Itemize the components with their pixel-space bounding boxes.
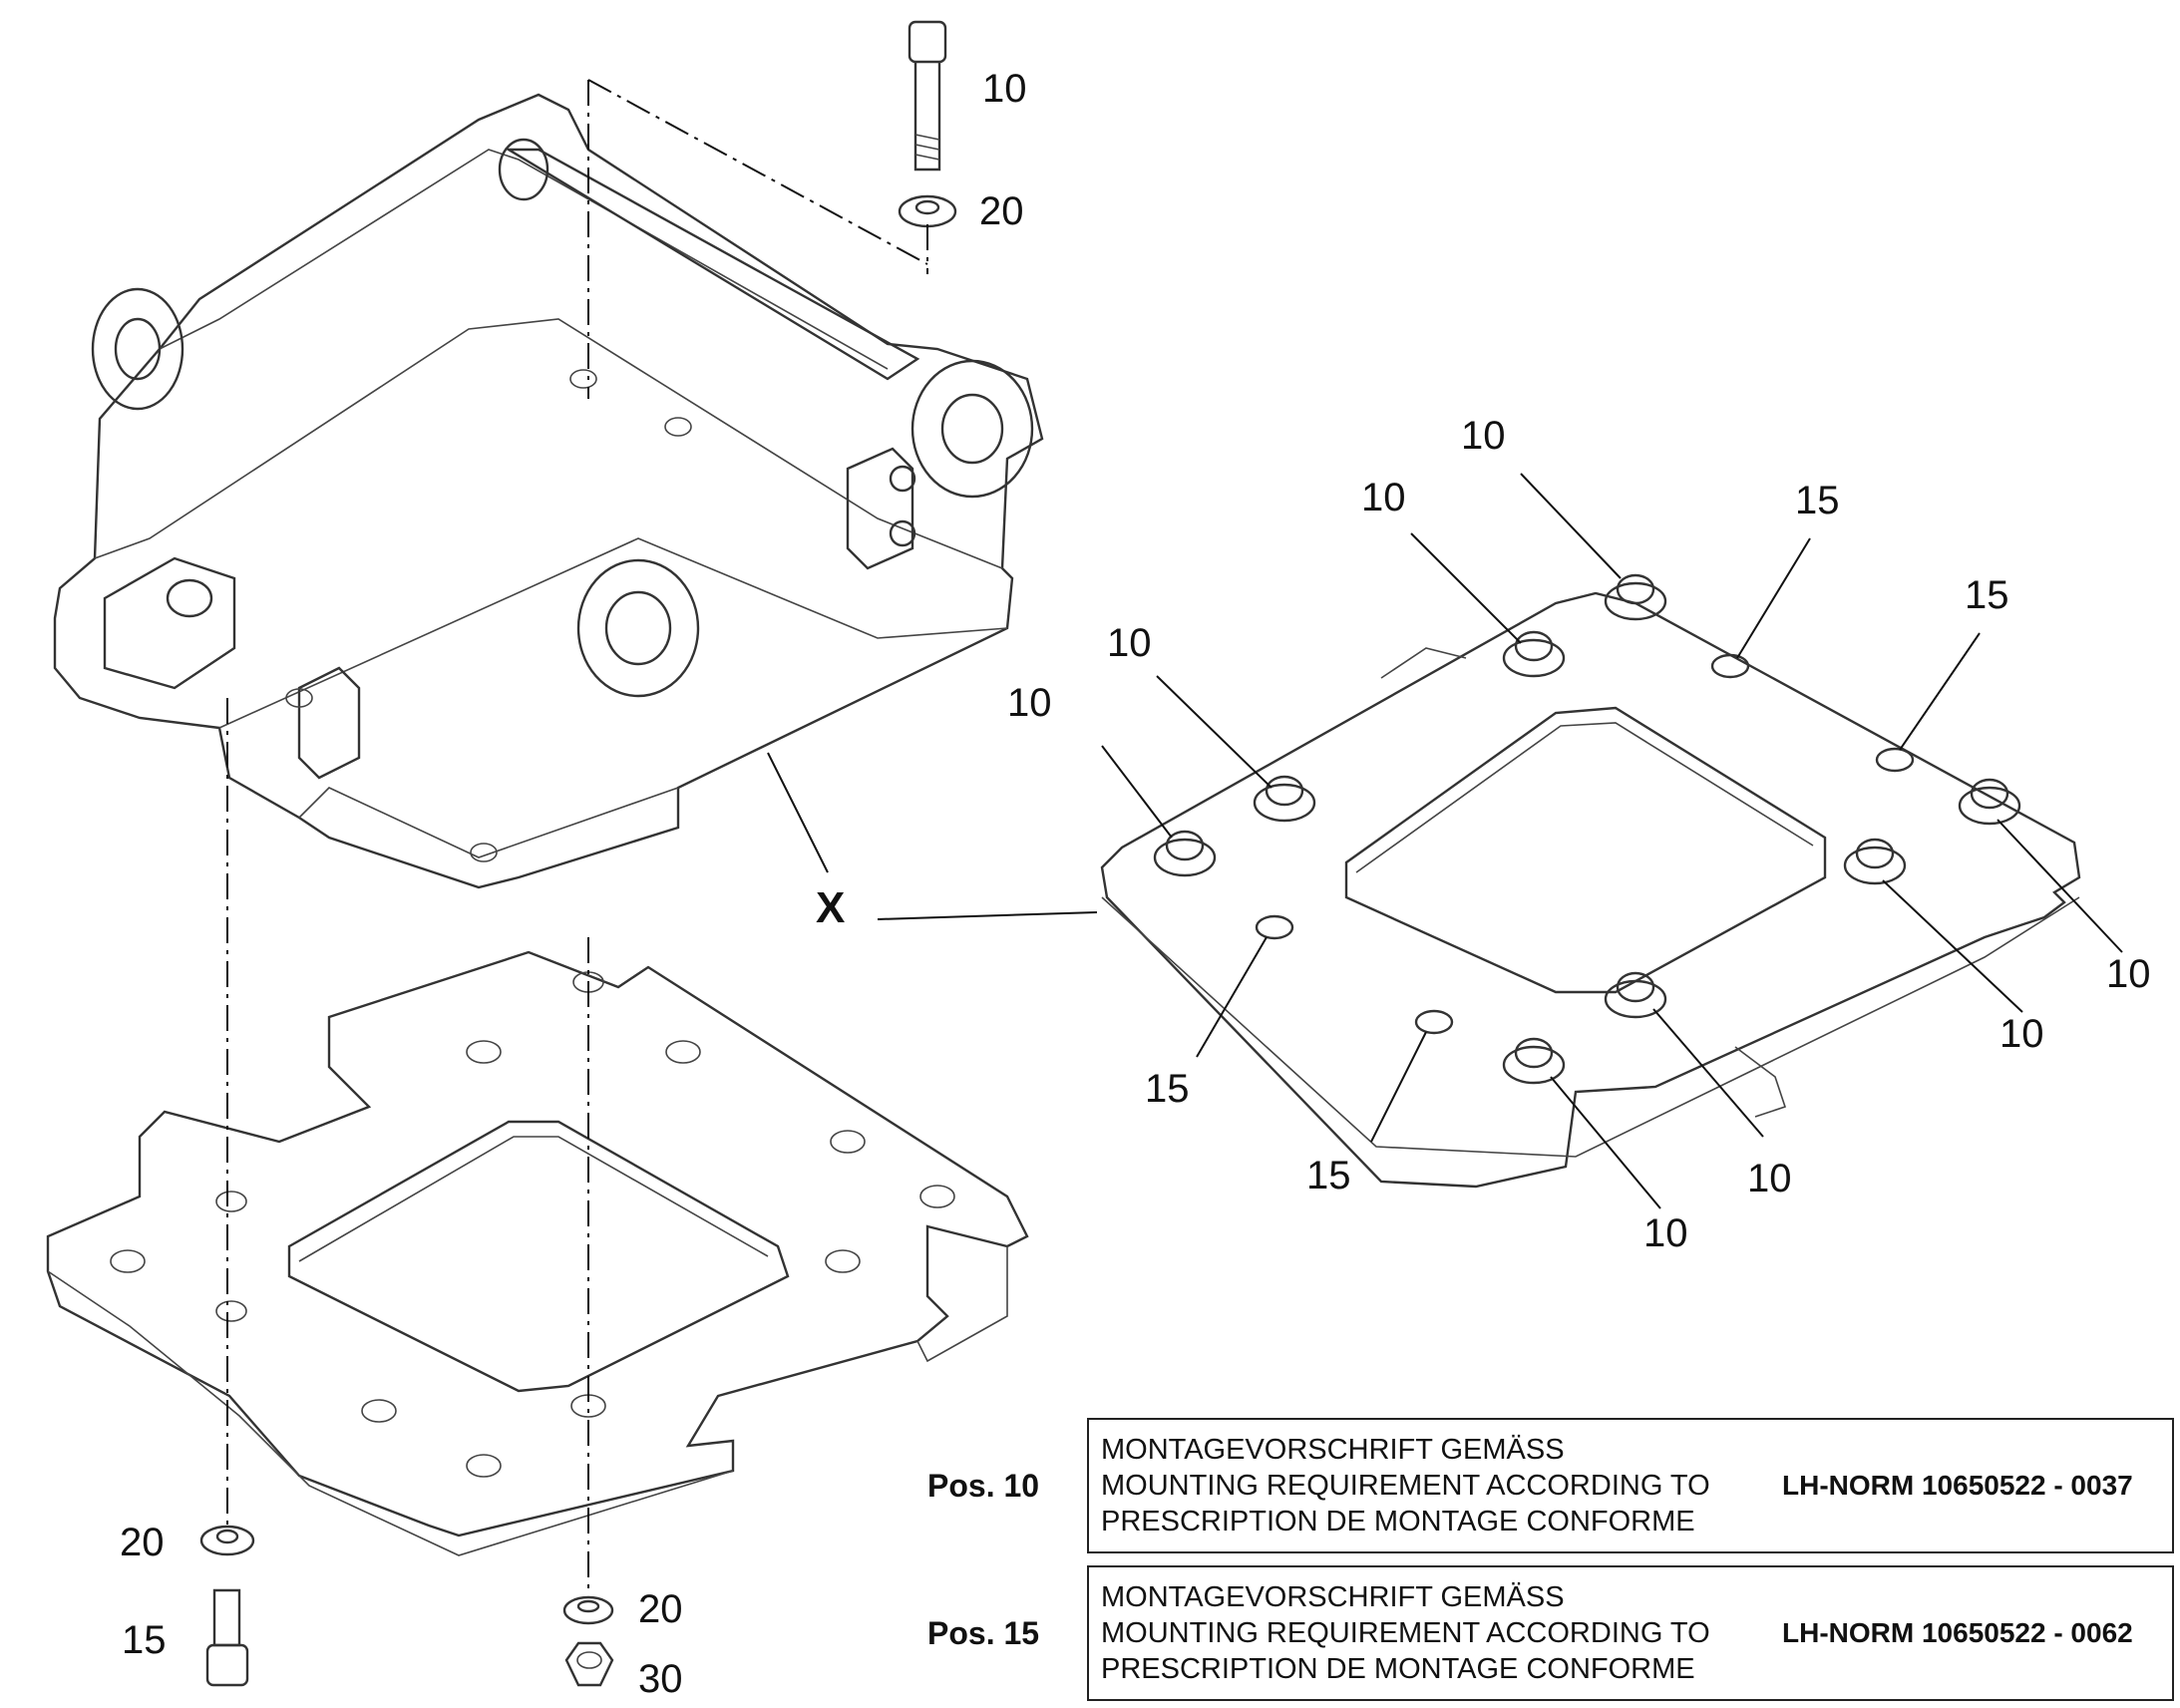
note-line-de: MONTAGEVORSCHRIFT GEMÄSS xyxy=(1101,1434,1565,1466)
callout-bottom-washer-right: 20 xyxy=(638,1587,683,1631)
top-washer-icon xyxy=(898,194,957,228)
callout-plate-b: 10 xyxy=(1107,621,1152,665)
note-line-en: MOUNTING REQUIREMENT ACCORDING TO xyxy=(1101,1617,1710,1649)
callout-plate-c: 10 xyxy=(1361,476,1406,519)
callout-plate-d: 10 xyxy=(1461,414,1506,458)
callout-plate-f: 15 xyxy=(1965,573,2009,617)
callout-plate-e: 15 xyxy=(1795,479,1840,522)
nut-icon xyxy=(564,1641,614,1687)
note-line-fr: PRESCRIPTION DE MONTAGE CONFORME xyxy=(1101,1506,1695,1537)
callout-bottom-washer-left: 20 xyxy=(120,1521,165,1564)
note-norm: LH-NORM 10650522 - 0062 xyxy=(1782,1617,2133,1648)
adapter-plate xyxy=(46,950,1029,1556)
note-line-fr: PRESCRIPTION DE MONTAGE CONFORME xyxy=(1101,1653,1695,1685)
bottom-washer-left-icon xyxy=(199,1525,255,1556)
note-pos-10-box: MONTAGEVORSCHRIFT GEMÄSS MOUNTING REQUIR… xyxy=(1087,1418,2174,1553)
note-pos-15-label: Pos. 15 xyxy=(927,1615,1040,1651)
detail-x-plate xyxy=(1100,573,2081,1189)
bottom-washer-right-icon xyxy=(562,1595,614,1625)
callout-top-bolt: 10 xyxy=(982,67,1027,111)
callout-bottom-bolt: 15 xyxy=(122,1618,167,1662)
callout-plate-a: 10 xyxy=(1007,681,1052,725)
note-pos-15-box: MONTAGEVORSCHRIFT GEMÄSS MOUNTING REQUIR… xyxy=(1087,1565,2174,1701)
callouts: 10 20 X 10 10 10 10 15 15 15 15 10 10 10… xyxy=(120,67,2151,1701)
callout-plate-g: 15 xyxy=(1145,1067,1190,1111)
bottom-bolt-icon xyxy=(205,1588,249,1687)
leader-lines xyxy=(767,473,2123,1209)
callout-plate-i: 10 xyxy=(2106,952,2151,996)
bolt-heads xyxy=(1153,573,2021,1085)
callout-plate-h: 15 xyxy=(1306,1154,1351,1197)
center-lines xyxy=(226,79,928,1595)
note-line-en: MOUNTING REQUIREMENT ACCORDING TO xyxy=(1101,1470,1710,1502)
open-holes xyxy=(1255,653,1915,1035)
callout-nut: 30 xyxy=(638,1657,683,1701)
callout-plate-j: 10 xyxy=(1999,1012,2044,1056)
note-pos-10-label: Pos. 10 xyxy=(927,1468,1040,1504)
quick-coupler-body xyxy=(53,93,1044,889)
note-line-de: MONTAGEVORSCHRIFT GEMÄSS xyxy=(1101,1581,1565,1613)
callout-plate-l: 10 xyxy=(1643,1211,1688,1255)
callout-top-washer: 20 xyxy=(979,189,1024,233)
note-norm: LH-NORM 10650522 - 0037 xyxy=(1782,1470,2133,1501)
callout-plate-k: 10 xyxy=(1747,1157,1792,1200)
top-bolt-icon xyxy=(908,20,947,171)
callout-x: X xyxy=(816,883,845,932)
